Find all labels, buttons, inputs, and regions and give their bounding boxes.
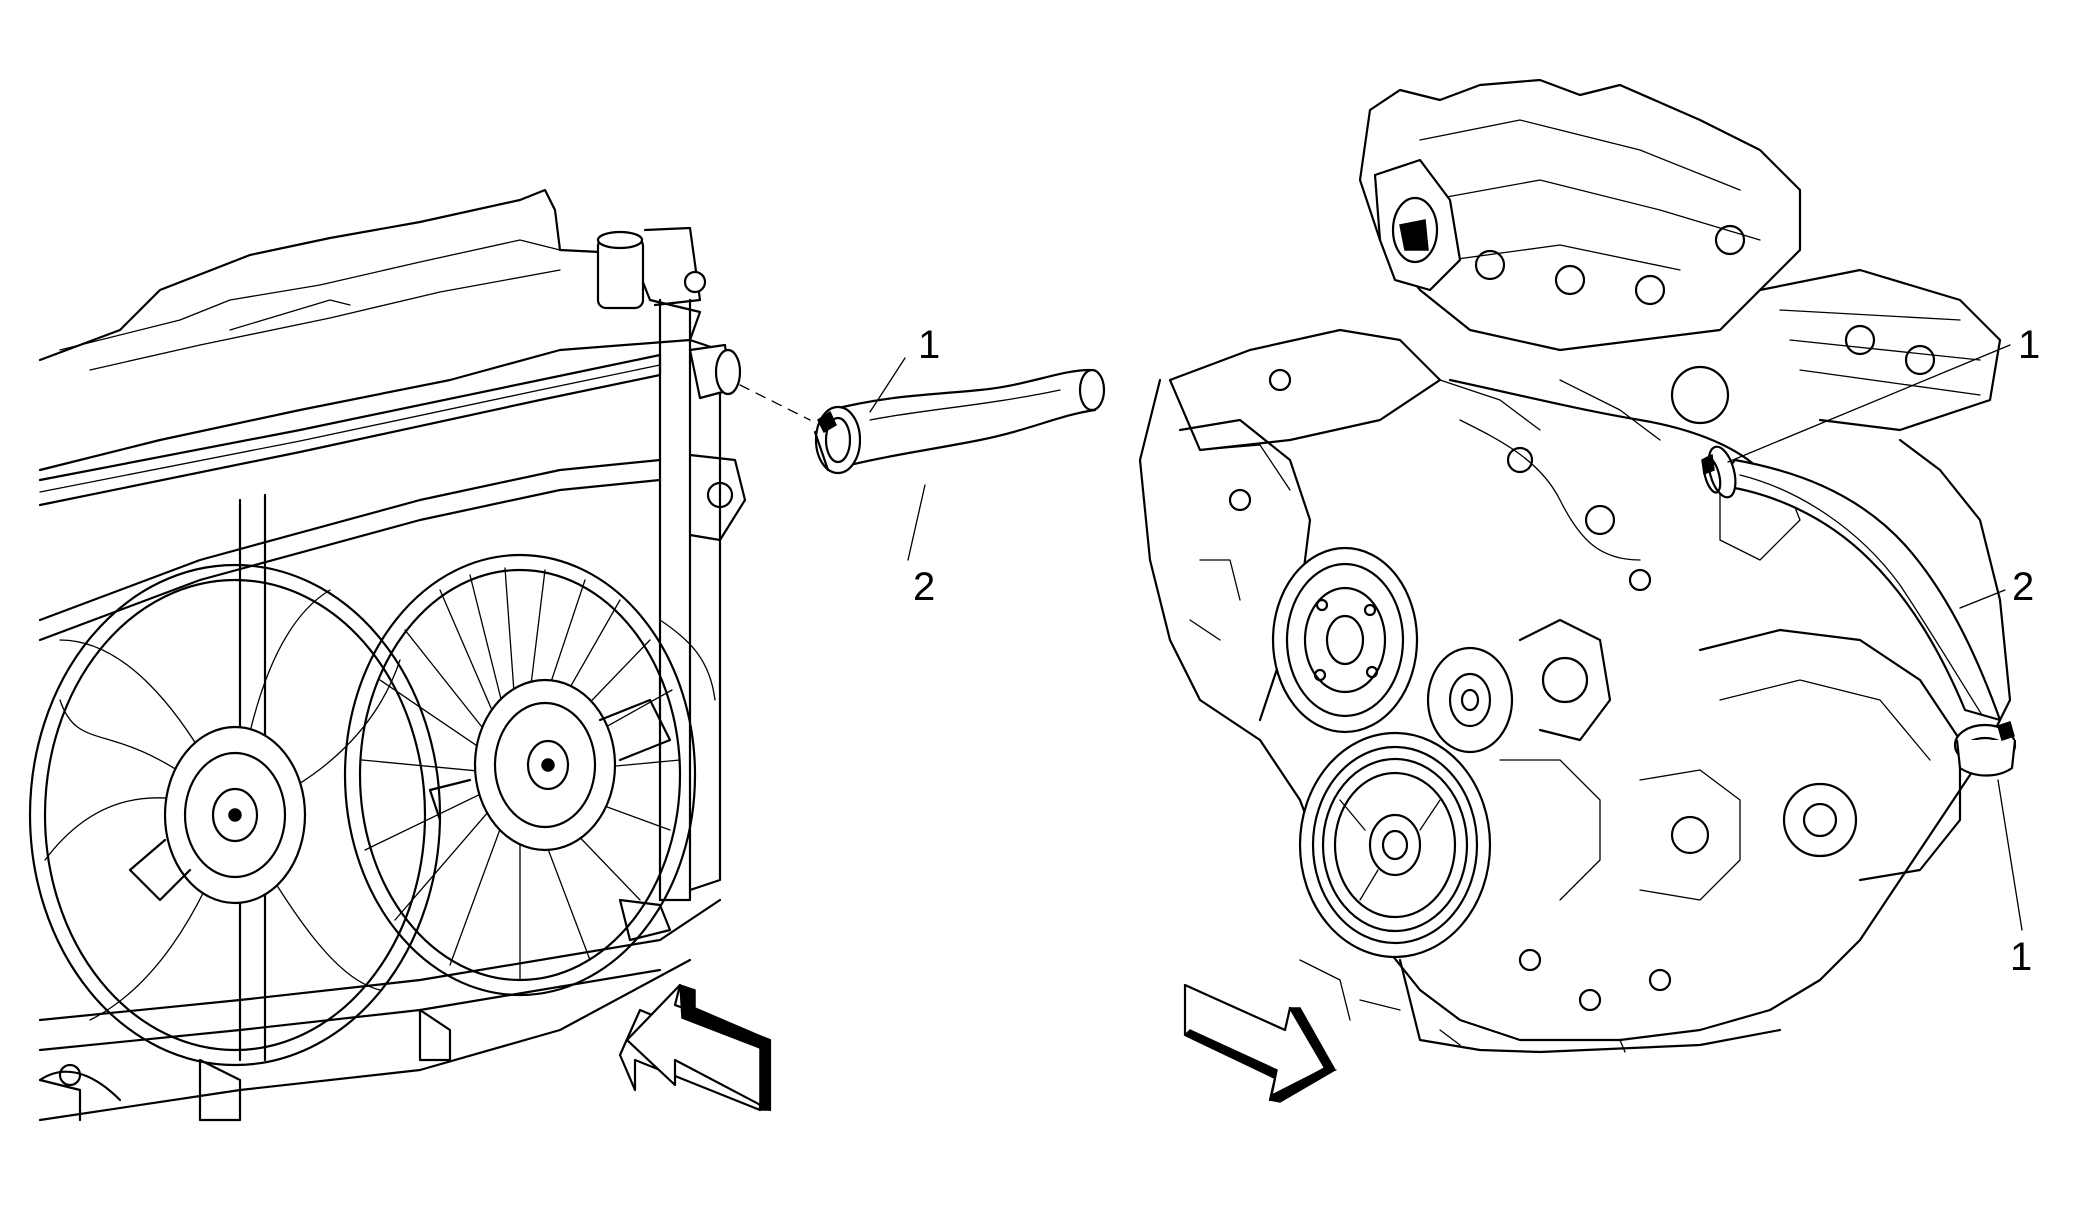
crankshaft-pulley (1298, 731, 1492, 959)
engine-assembly (1138, 78, 2012, 1054)
right-top-clamp-callout: 1 (2018, 323, 2040, 367)
left-hose-callout: 2 (913, 565, 935, 609)
left-hose-clamp (813, 405, 862, 475)
right-bottom-clamp-callout: 1 (2010, 935, 2032, 979)
left-callouts: 1 2 (869, 323, 940, 609)
right-upper-hose-clamp (1701, 445, 1737, 499)
left-radiator-hose (739, 368, 1106, 475)
left-cooling-fan (28, 563, 442, 1067)
right-cooling-fan (343, 553, 697, 997)
right-lower-hose-clamp (1953, 721, 2017, 777)
radiator-fan-assembly (28, 188, 747, 1122)
right-radiator-hose (1701, 445, 2017, 777)
right-callouts: 1 2 1 (1727, 323, 2040, 979)
right-view-direction-arrow (1183, 983, 1338, 1103)
upper-pulley (1271, 546, 1419, 734)
left-clamp-callout: 1 (918, 323, 940, 367)
right-hose-callout: 2 (2012, 565, 2034, 609)
left-view-direction-arrow (618, 983, 772, 1112)
